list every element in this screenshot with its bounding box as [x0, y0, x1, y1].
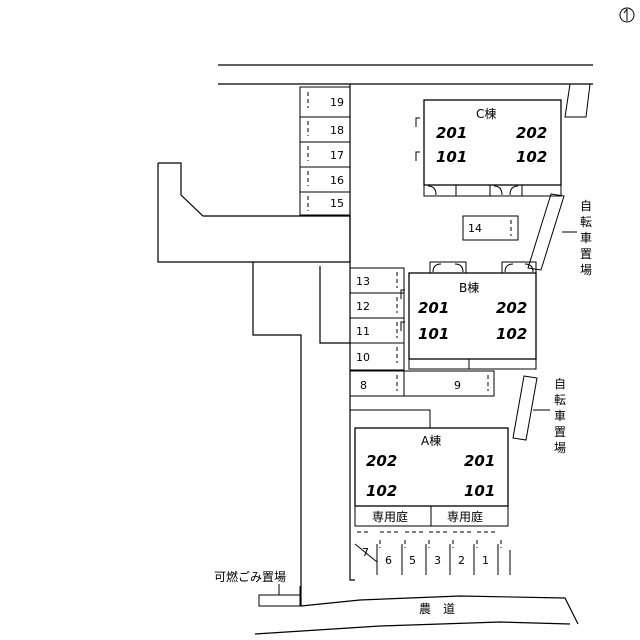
- parking-west-column: 13 12 11 10: [349, 267, 405, 371]
- unit-a-102: 102: [366, 482, 397, 500]
- building-c-name: C棟: [476, 106, 496, 121]
- parking-slot-8: 8: [360, 379, 367, 392]
- unit-b-102: 102: [496, 325, 527, 343]
- unit-c-201: 201: [436, 124, 467, 142]
- parking-slot-12: 12: [356, 300, 370, 313]
- parking-slot-10: 10: [356, 351, 370, 364]
- unit-a-101: 101: [464, 482, 495, 500]
- unit-a-202: 202: [366, 452, 397, 470]
- road-south-edge: [254, 621, 571, 635]
- parking-slot-19: 19: [330, 96, 344, 109]
- unit-c-202: 202: [516, 124, 547, 142]
- parking-slot-13: 13: [356, 275, 370, 288]
- parking-slot-2: 2: [458, 554, 465, 567]
- parking-north-column: 19 18 17 16 15: [299, 86, 351, 216]
- parking-slot-3: 3: [434, 554, 441, 567]
- building-c: C棟 201 202 101 102: [415, 99, 562, 197]
- road-label: 農 道: [419, 602, 455, 616]
- unit-c-102: 102: [516, 148, 547, 166]
- parking-slot-18: 18: [330, 124, 344, 137]
- unit-b-201: 201: [418, 299, 449, 317]
- parking-slot-6: 6: [385, 554, 392, 567]
- unit-b-101: 101: [418, 325, 449, 343]
- private-garden-right: 専用庭: [447, 509, 483, 524]
- bicycle-parking-label-upper: 自 転 車 置 場: [580, 199, 596, 277]
- unit-b-202: 202: [496, 299, 527, 317]
- building-a: A棟 202 201 102 101 専用庭 専用庭: [354, 427, 509, 527]
- parking-row-8-9: 8 9: [349, 370, 495, 397]
- north-compass-icon: [619, 7, 635, 23]
- parking-bottom-row: 7 6 5 3 2 1: [354, 531, 511, 575]
- bicycle-parking-label-lower: 自 転 車 置 場: [554, 377, 570, 455]
- lot-outline: [158, 162, 351, 606]
- bicycle-parking-lower: 自 転 車 置 場: [512, 375, 570, 455]
- building-b: B棟 201 202 101 102: [400, 261, 537, 370]
- parking-slot-7: 7: [362, 546, 369, 559]
- building-a-name: A棟: [421, 433, 441, 448]
- garbage-area: 可燃ごみ置場: [214, 569, 302, 607]
- parking-slot-14-area: 14: [462, 215, 519, 241]
- bicycle-parking-upper: 自 転 車 置 場: [527, 83, 596, 277]
- parking-slot-17: 17: [330, 149, 344, 162]
- parking-slot-15: 15: [330, 197, 344, 210]
- parking-slot-16: 16: [330, 174, 344, 187]
- private-garden-left: 専用庭: [372, 509, 408, 524]
- parking-slot-11: 11: [356, 325, 370, 338]
- unit-a-201: 201: [464, 452, 495, 470]
- building-b-name: B棟: [459, 280, 479, 295]
- parking-slot-5: 5: [409, 554, 416, 567]
- parking-slot-1: 1: [482, 554, 489, 567]
- garbage-label: 可燃ごみ置場: [214, 569, 286, 584]
- parking-slot-9: 9: [454, 379, 461, 392]
- parking-slot-14: 14: [468, 222, 482, 235]
- unit-c-101: 101: [436, 148, 467, 166]
- site-south-edge: [300, 595, 579, 625]
